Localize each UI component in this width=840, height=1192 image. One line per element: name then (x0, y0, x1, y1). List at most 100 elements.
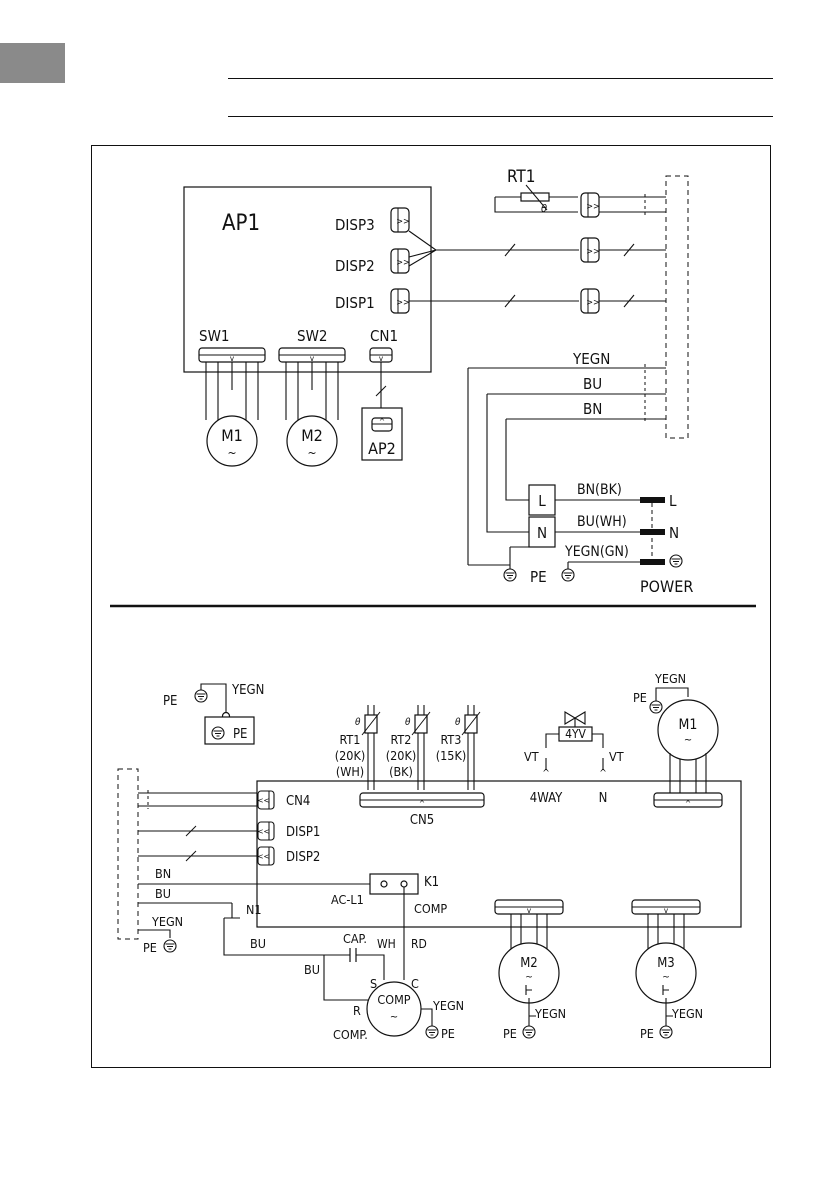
yegn-wire (467, 367, 666, 565)
bu-label-n1: BU (250, 936, 266, 951)
slash-marks-b (623, 243, 635, 308)
cn1-label: CN1 (370, 327, 398, 345)
comp-relay-label: COMP (414, 901, 447, 916)
indoor-pe-label: PE (530, 568, 547, 586)
bn-label: BN (583, 400, 602, 418)
acl1-label: AC-L1 (331, 892, 364, 907)
sensor-rt2 (411, 705, 431, 790)
terminal-l (528, 484, 556, 516)
comp-r-label: R (353, 1003, 361, 1018)
m2-pe-label: PE (503, 1026, 517, 1041)
power-ground-icon (669, 554, 683, 568)
outdoor-pe-label-c: PE (143, 940, 157, 955)
section-tab (0, 43, 65, 83)
svg-text:^: ^ (542, 768, 550, 779)
terminal-n (528, 516, 556, 548)
comp-yegn-label: YEGN (432, 998, 464, 1013)
outdoor-pe-label-a: PE (163, 694, 177, 709)
k1-label: K1 (424, 875, 439, 890)
slash-marks-a (504, 243, 516, 308)
bu-label-out: BU (155, 886, 171, 901)
power-n-label: N (669, 524, 679, 542)
4way-label: 4WAY (530, 791, 563, 806)
power-pe-wire-label: YEGN(GN) (564, 544, 629, 560)
m3-pe-label: PE (640, 1026, 654, 1041)
bn-label-out: BN (155, 866, 171, 881)
disp1-connector (390, 288, 411, 314)
comp-ground-icon (425, 1025, 439, 1039)
indoor-m1-motor (206, 415, 258, 467)
svg-text:~: ~ (307, 446, 316, 460)
rt2-color: (BK) (389, 764, 413, 779)
diagram-frame (91, 145, 771, 1068)
m1-pe-label: PE (633, 690, 647, 705)
cap-label: CAP. (343, 931, 367, 946)
ap2-box (361, 407, 403, 461)
disp-wires-right (599, 249, 666, 302)
svg-text:~: ~ (684, 733, 692, 746)
m2-yegn-label: YEGN (534, 1006, 566, 1021)
power-bar-pe (640, 559, 665, 565)
rt1-theta: θ (541, 202, 547, 215)
sw2-connector (278, 347, 346, 364)
disp2-label-out: DISP2 (286, 850, 320, 865)
svg-text:^: ^ (379, 417, 385, 426)
rt1-wires-right (599, 196, 666, 213)
bu-wire (486, 393, 666, 533)
outdoor-m1-label: M1 (679, 717, 698, 733)
n1-wire (223, 903, 336, 956)
disp2-connector-out (256, 846, 275, 866)
rt1-name: RT1 (340, 732, 361, 747)
disp1-label-out: DISP1 (286, 825, 320, 840)
outdoor-m3-label: M3 (657, 956, 675, 971)
m3-ground-icon (659, 1025, 673, 1039)
vt-label-right: VT (609, 749, 624, 764)
cn4-connector (256, 790, 275, 810)
m1-wires (669, 753, 707, 793)
indoor-m2-label: M2 (301, 426, 323, 445)
indoor-rt1-label: RT1 (507, 167, 535, 187)
header-rule-top (228, 78, 773, 79)
svg-text:v: v (379, 354, 384, 363)
outdoor-pe-label-b: PE (233, 727, 247, 742)
compressor-label: COMP (377, 992, 410, 1007)
outdoor-terminal-strip (117, 768, 139, 940)
svg-text:~: ~ (227, 446, 236, 460)
rt3-theta-out: θ (455, 717, 461, 728)
bu-label: BU (583, 375, 602, 393)
comp-pe-label: PE (441, 1026, 455, 1041)
rt1-theta-out: θ (355, 717, 361, 728)
terminal-n-label: N (537, 524, 547, 542)
power-l-wire-label: BN(BK) (577, 482, 622, 498)
comp-c-label: C (411, 976, 419, 991)
header-rule-bottom (228, 116, 773, 117)
indoor-ground-icon-a (503, 568, 517, 582)
4yv-label: 4YV (565, 727, 586, 741)
m3-wires (647, 914, 685, 950)
cn4-wires (138, 792, 257, 807)
rt2-name: RT2 (391, 732, 412, 747)
sensor-rt3 (461, 705, 481, 790)
sensor-rt1 (361, 705, 381, 790)
m1-yegn-label: YEGN (654, 671, 686, 686)
outdoor-m1-motor (657, 699, 719, 761)
cn4-label: CN4 (286, 794, 310, 809)
disp-plug-a (580, 237, 601, 263)
valve-icon (564, 711, 586, 727)
disp1-label: DISP1 (335, 294, 375, 312)
m3-yegn-label: YEGN (671, 1006, 703, 1021)
cap-wires (336, 954, 385, 980)
k1-relay (369, 873, 419, 895)
pe-wires (509, 546, 640, 565)
indoor-ground-icon-b (561, 568, 575, 582)
bu-wire-comp (323, 954, 368, 1001)
yegn-wire-out (138, 929, 171, 938)
disp3-connector (390, 207, 411, 233)
svg-text:^: ^ (685, 799, 691, 808)
power-n-wire-label: BU(WH) (577, 514, 627, 530)
m2-wires (285, 362, 339, 420)
outdoor-ground-icon-b (211, 726, 225, 740)
disp-plug-b (580, 288, 601, 314)
terminal-l-label: L (538, 492, 546, 510)
